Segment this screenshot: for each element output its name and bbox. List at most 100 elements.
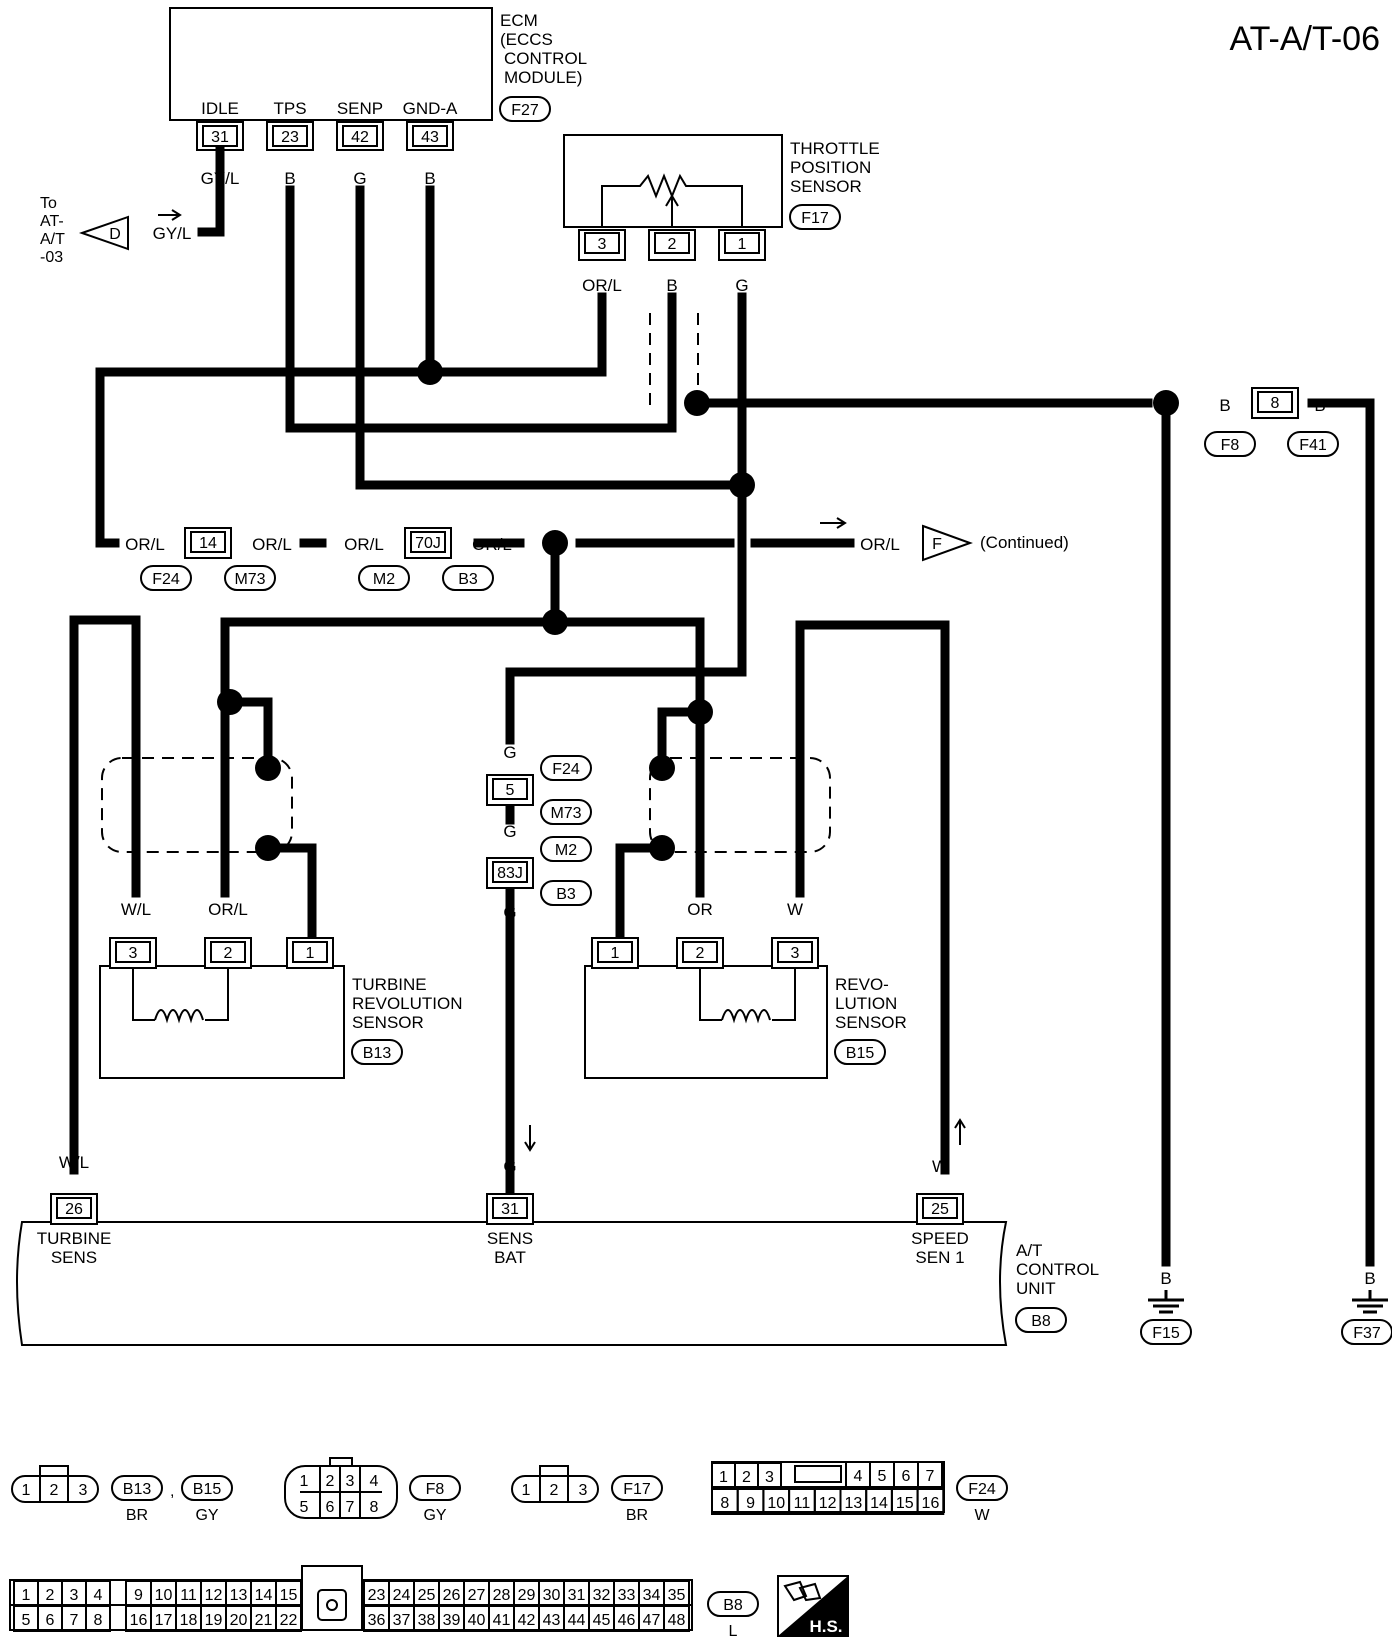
legend-pin-cell xyxy=(917,1461,943,1488)
legend-pin-number: 25 xyxy=(418,1587,436,1604)
svg-text:F8: F8 xyxy=(426,1481,445,1498)
legend-pin-number: 23 xyxy=(368,1587,386,1604)
legend-pin-number: 31 xyxy=(568,1587,586,1604)
svg-text:BR: BR xyxy=(126,1507,148,1524)
legend-pin-number: 40 xyxy=(468,1612,486,1629)
legend-pin-number: 1 xyxy=(719,1469,728,1486)
legend-pin-cell xyxy=(663,1605,690,1632)
svg-text:B15: B15 xyxy=(846,1045,875,1062)
svg-text:OR/L: OR/L xyxy=(208,900,248,919)
ecm-pin-31: 31 xyxy=(196,121,244,151)
ecm-pin-label-gnd: GND-A xyxy=(403,99,458,118)
legend-pin-number: 41 xyxy=(493,1612,511,1629)
legend-pin-number: 39 xyxy=(443,1612,461,1629)
svg-text:B13: B13 xyxy=(363,1045,392,1062)
legend-pin-number: 11 xyxy=(180,1587,197,1604)
svg-text:GY: GY xyxy=(195,1507,218,1524)
svg-text:G: G xyxy=(503,743,516,762)
legend-pin-number: 44 xyxy=(568,1612,586,1629)
legend-pin-number: 16 xyxy=(130,1612,148,1629)
svg-text:F24: F24 xyxy=(152,571,180,588)
svg-text:M73: M73 xyxy=(550,805,581,822)
legend-pin-number: 3 xyxy=(765,1469,774,1486)
svg-text:G: G xyxy=(503,822,516,841)
legend-pin-number: 47 xyxy=(643,1612,661,1629)
svg-text:70J: 70J xyxy=(415,535,441,552)
svg-text:1: 1 xyxy=(611,945,620,962)
svg-text:REVO-: REVO- xyxy=(835,975,889,994)
at-control-unit: W/L G W 26 31 25 TURBINE SENS SENS BAT S… xyxy=(16,1118,1099,1346)
svg-text:TURBINE: TURBINE xyxy=(352,975,427,994)
legend-pin-number: 16 xyxy=(922,1495,940,1512)
svg-text:A/T: A/T xyxy=(40,231,65,248)
throttle-position-sensor: THROTTLE POSITION SENSOR F17 3 2 1 OR/L … xyxy=(563,134,880,295)
legend-pin-number: 36 xyxy=(368,1612,386,1629)
connector-legend: 1 2 3 B13 , B15 BR GY 1 2 3 4 5 6 7 8 F8 xyxy=(9,1457,1008,1638)
svg-text:H.S.: H.S. xyxy=(809,1617,842,1636)
legend-pin-number: 12 xyxy=(205,1587,223,1604)
svg-text:B: B xyxy=(1314,396,1325,415)
svg-text:OR/L: OR/L xyxy=(472,535,512,554)
svg-text:SENS: SENS xyxy=(487,1229,533,1248)
legend-8pin-f8: 1 2 3 4 5 6 7 8 F8 GY xyxy=(284,1457,461,1524)
svg-text:5: 5 xyxy=(506,782,515,799)
svg-text:3: 3 xyxy=(129,945,138,962)
svg-text:B8: B8 xyxy=(1031,1313,1051,1330)
revolution-sensor: OR W 1 2 3 REVO- LUTION SENSOR B15 xyxy=(584,900,907,1079)
svg-text:G: G xyxy=(735,276,748,295)
legend-pin-number: 19 xyxy=(205,1612,223,1629)
svg-text:26: 26 xyxy=(65,1201,83,1218)
svg-text:1: 1 xyxy=(300,1473,309,1490)
svg-text:REVOLUTION: REVOLUTION xyxy=(352,994,463,1013)
legend-pin-number: 9 xyxy=(134,1587,143,1604)
svg-text:-03: -03 xyxy=(40,249,63,266)
ecm-pin-23: 23 xyxy=(266,121,314,151)
ecm-pin-label-idle: IDLE xyxy=(201,99,239,118)
svg-text:3: 3 xyxy=(346,1473,355,1490)
svg-text:M2: M2 xyxy=(373,571,395,588)
svg-text:3: 3 xyxy=(579,1482,588,1499)
turbine-revolution-sensor: W/L OR/L 3 2 1 TURBINE REVOLUTION SENSOR… xyxy=(99,900,463,1079)
svg-text:B3: B3 xyxy=(458,571,478,588)
legend-pin-number: 2 xyxy=(46,1587,55,1604)
svg-text:M2: M2 xyxy=(555,842,577,859)
svg-text:SENSOR: SENSOR xyxy=(352,1013,424,1032)
legend-pin-number: 42 xyxy=(518,1612,536,1629)
legend-pin-number: 32 xyxy=(593,1587,611,1604)
svg-text:31: 31 xyxy=(211,129,229,146)
svg-text:L: L xyxy=(729,1623,738,1638)
svg-text:4: 4 xyxy=(370,1473,379,1490)
svg-text:3: 3 xyxy=(79,1482,88,1499)
legend-pin-number: 6 xyxy=(46,1612,55,1629)
legend-pin-cell xyxy=(916,1488,945,1515)
svg-text:B: B xyxy=(1160,1269,1171,1288)
svg-text:2: 2 xyxy=(326,1473,335,1490)
svg-text:B8: B8 xyxy=(723,1597,743,1614)
svg-text:UNIT: UNIT xyxy=(1016,1279,1056,1298)
svg-text:1: 1 xyxy=(738,236,747,253)
ecm-desc-1: (ECCS xyxy=(500,30,553,49)
svg-text:F41: F41 xyxy=(1299,437,1327,454)
svg-text:SEN 1: SEN 1 xyxy=(915,1248,964,1267)
svg-text:A/T: A/T xyxy=(1016,1241,1042,1260)
legend-pin-number: 37 xyxy=(393,1612,411,1629)
legend-pin-number: 1 xyxy=(22,1587,31,1604)
tps-pin-2: 2 xyxy=(648,229,696,261)
legend-pin-number: 5 xyxy=(878,1468,887,1485)
wires xyxy=(69,145,1375,1267)
svg-text:GY: GY xyxy=(423,1507,446,1524)
ecm-desc-3: MODULE) xyxy=(504,68,582,87)
svg-text:OR/L: OR/L xyxy=(125,535,165,554)
ecm-pin-42: 42 xyxy=(336,121,384,151)
ecm-pin-label-senp: SENP xyxy=(337,99,383,118)
legend-pin-number: 8 xyxy=(94,1612,103,1629)
svg-text:F8: F8 xyxy=(1221,437,1240,454)
svg-text:F: F xyxy=(932,536,942,553)
legend-pin-number: 21 xyxy=(255,1612,273,1629)
wire-b-gnd-label: B xyxy=(424,169,435,188)
wire-g-senp-label: G xyxy=(353,169,366,188)
ecm-desc-2: CONTROL xyxy=(504,49,587,68)
legend-pin-number: 30 xyxy=(543,1587,561,1604)
